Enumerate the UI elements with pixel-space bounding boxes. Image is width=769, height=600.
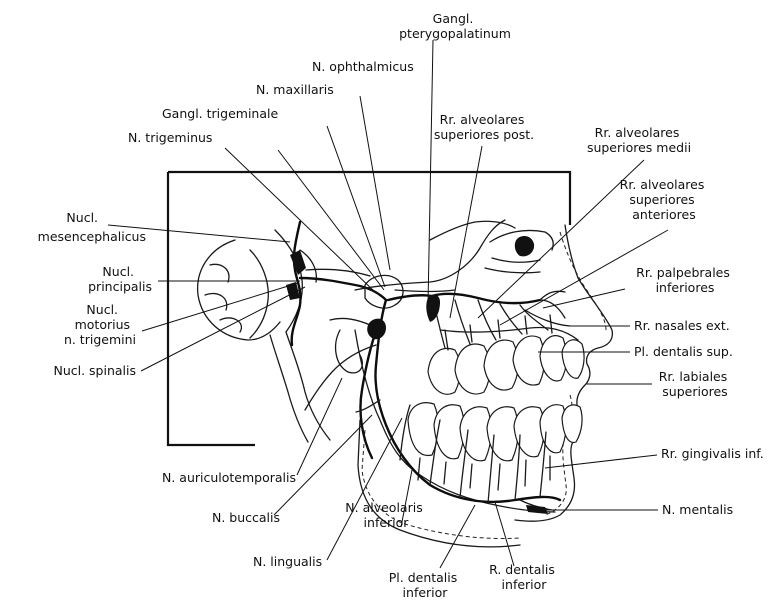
label-n-alveolaris-inf: N. alveolaris inferior xyxy=(345,500,426,530)
section-frame xyxy=(168,172,570,445)
anatomy-illustration xyxy=(168,172,612,547)
label-r-dentalis-inf: R. dentalis inferior xyxy=(489,562,559,592)
label-n-buccalis: N. buccalis xyxy=(212,510,280,525)
label-nucl-spinalis: Nucl. spinalis xyxy=(53,363,136,378)
label-nucl-motorius: Nucl. motorius n. trigemini xyxy=(64,302,136,347)
label-n-maxillaris: N. maxillaris xyxy=(256,82,334,97)
label-n-mentalis: N. mentalis xyxy=(662,502,733,517)
brainstem-outline xyxy=(198,230,330,442)
label-nucl-principalis: Nucl. principalis xyxy=(88,264,152,294)
labels: Gangl. pterygopalatinum N. ophthalmicus … xyxy=(38,11,764,600)
upper-teeth xyxy=(428,315,584,394)
label-n-trigeminus: N. trigeminus xyxy=(128,130,212,145)
label-n-lingualis: N. lingualis xyxy=(253,554,322,569)
label-pl-dentalis-inf: Pl. dentalis inferior xyxy=(389,570,462,600)
label-rr-palpebrales-inf: Rr. palpebrales inferiores xyxy=(636,265,734,295)
eye-drawing xyxy=(485,230,553,272)
label-rr-alveolares-sup-medii: Rr. alveolares superiores medii xyxy=(587,125,691,155)
label-rr-alveolares-sup-ant: Rr. alveolares superiores anteriores xyxy=(620,177,709,222)
label-n-ophthalmicus: N. ophthalmicus xyxy=(312,59,414,74)
label-gangl-pterygopalatinum: Gangl. pterygopalatinum xyxy=(399,11,511,41)
label-gangl-trigeminale: Gangl. trigeminale xyxy=(162,106,278,121)
label-rr-gingivalis-inf: Rr. gingivalis inf. xyxy=(661,446,764,461)
label-pl-dentalis-sup: Pl. dentalis sup. xyxy=(634,344,733,359)
label-n-auriculotemporalis: N. auriculotemporalis xyxy=(162,470,296,485)
lower-teeth xyxy=(408,403,582,490)
label-rr-labiales-sup: Rr. labiales superiores xyxy=(659,369,731,399)
trigeminal-root xyxy=(300,278,386,300)
label-rr-nasales-ext: Rr. nasales ext. xyxy=(634,318,730,333)
label-rr-alveolares-sup-post: Rr. alveolares superiores post. xyxy=(434,112,534,142)
